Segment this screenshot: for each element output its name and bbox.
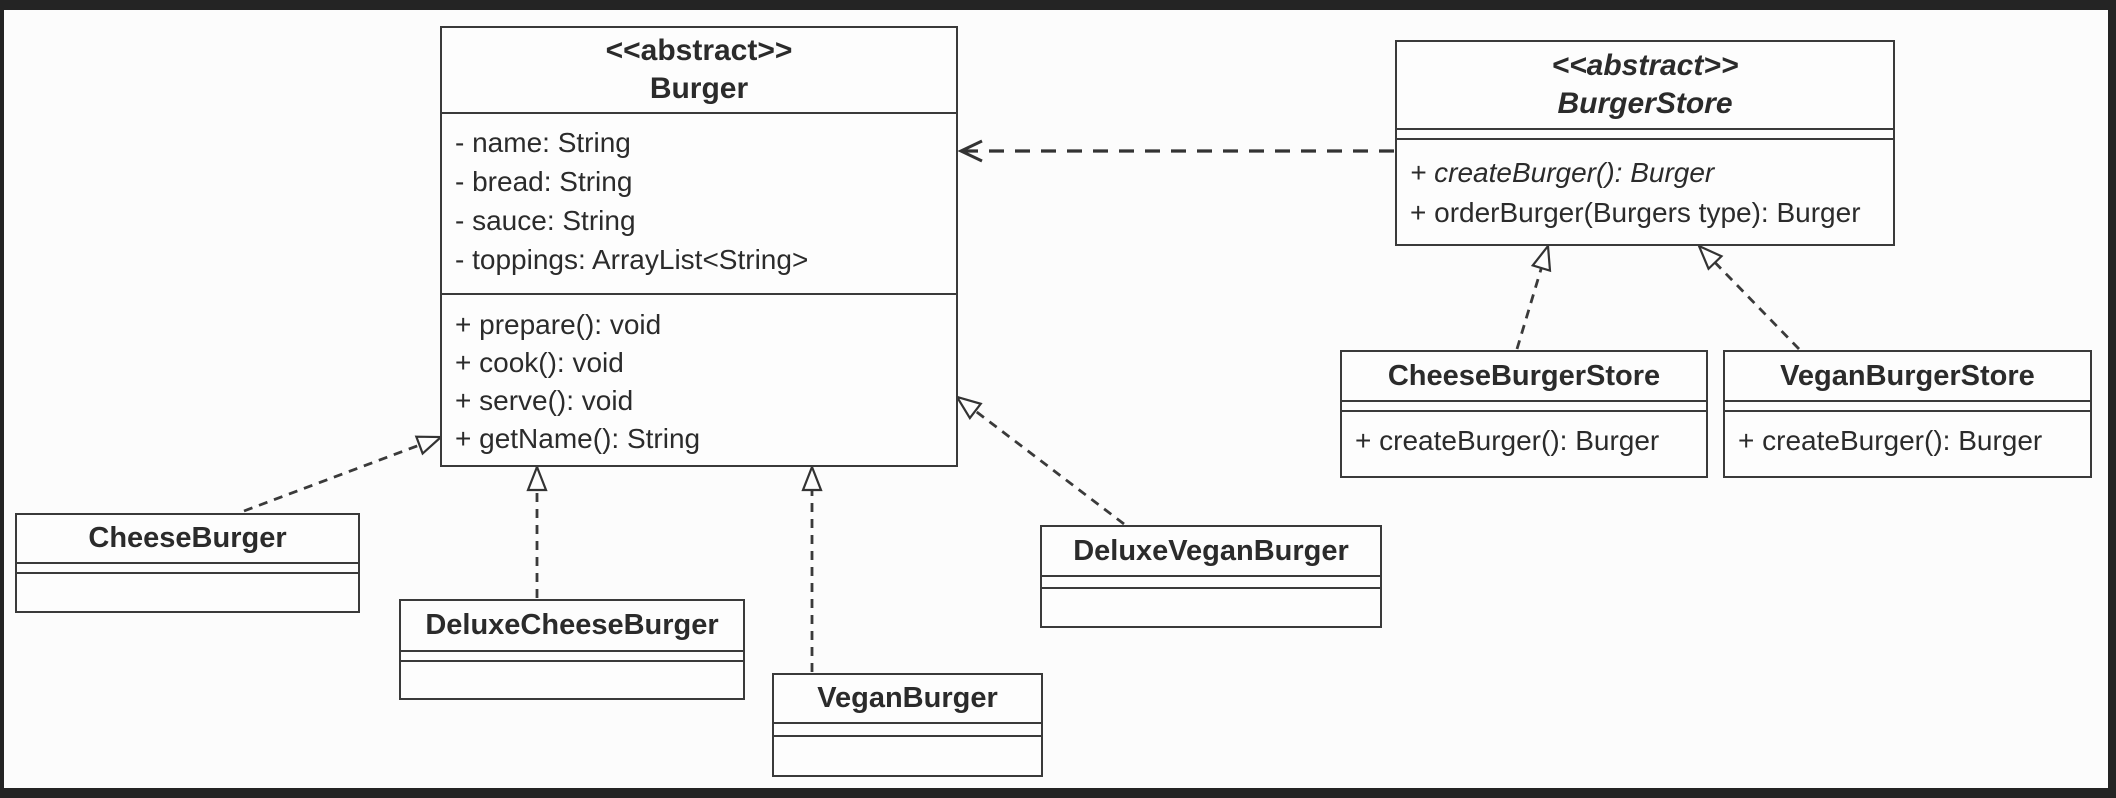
method: + createBurger(): Burger [1738, 425, 2043, 456]
method: + serve(): void [455, 385, 634, 416]
empty-attributes-compartment [774, 724, 1041, 737]
empty-attributes-compartment [17, 564, 358, 574]
class-burger-methods: + prepare(): void + cook(): void + serve… [442, 295, 956, 458]
class-cheeseburger: CheeseBurger [15, 513, 360, 613]
class-veganburgerstore-methods: + createBurger(): Burger [1725, 412, 2090, 457]
class-veganburgerstore: VeganBurgerStore + createBurger(): Burge… [1723, 350, 2092, 478]
class-deluxeveganburger-header: DeluxeVeganBurger [1042, 527, 1380, 577]
class-burgerstore: <<abstract>> BurgerStore + createBurger(… [1395, 40, 1895, 246]
class-veganburger: VeganBurger [772, 673, 1043, 777]
class-veganburgerstore-header: VeganBurgerStore [1725, 352, 2090, 402]
empty-attributes-compartment [1342, 402, 1706, 412]
empty-attributes-compartment [1042, 577, 1380, 589]
class-burger-attributes: - name: String - bread: String - sauce: … [442, 114, 956, 295]
class-veganburger-header: VeganBurger [774, 675, 1041, 724]
method: + getName(): String [455, 423, 701, 454]
attribute: - name: String [455, 127, 631, 158]
class-cheeseburgerstore-header: CheeseBurgerStore [1342, 352, 1706, 402]
class-burger-name: Burger [649, 72, 749, 105]
class-burgerstore-name: BurgerStore [1557, 87, 1733, 120]
method: + createBurger(): Burger [1410, 157, 1715, 188]
class-burgerstore-header: <<abstract>> BurgerStore [1397, 42, 1893, 130]
class-deluxecheeseburger-header: DeluxeCheeseBurger [401, 601, 743, 652]
empty-attributes-compartment [401, 652, 743, 662]
class-burgerstore-methods: + createBurger(): Burger + orderBurger(B… [1397, 140, 1893, 233]
class-cheeseburgerstore-name: CheeseBurgerStore [1387, 359, 1661, 392]
class-deluxecheeseburger: DeluxeCheeseBurger [399, 599, 745, 700]
class-burger: <<abstract>> Burger - name: String - bre… [440, 26, 958, 467]
class-cheeseburgerstore: CheeseBurgerStore + createBurger(): Burg… [1340, 350, 1708, 478]
attribute: - sauce: String [455, 205, 636, 236]
class-cheeseburger-header: CheeseBurger [17, 515, 358, 564]
method: + orderBurger(Burgers type): Burger [1410, 197, 1861, 228]
method: + cook(): void [455, 347, 624, 378]
empty-attributes-compartment [1397, 130, 1893, 140]
class-cheeseburger-name: CheeseBurger [88, 522, 287, 554]
class-cheeseburgerstore-methods: + createBurger(): Burger [1342, 412, 1706, 457]
class-veganburger-name: VeganBurger [817, 682, 998, 714]
empty-attributes-compartment [1725, 402, 2090, 412]
class-burgerstore-stereotype: <<abstract>> [1551, 49, 1739, 82]
class-burger-stereotype: <<abstract>> [605, 34, 793, 67]
method: + createBurger(): Burger [1355, 425, 1660, 456]
class-deluxecheeseburger-name: DeluxeCheeseBurger [425, 609, 719, 641]
method: + prepare(): void [455, 309, 662, 340]
class-burger-header: <<abstract>> Burger [442, 28, 956, 114]
attribute: - bread: String [455, 166, 633, 197]
class-deluxeveganburger-name: DeluxeVeganBurger [1073, 534, 1349, 567]
attribute: - toppings: ArrayList<String> [455, 244, 809, 275]
class-veganburgerstore-name: VeganBurgerStore [1780, 359, 2035, 392]
class-deluxeveganburger: DeluxeVeganBurger [1040, 525, 1382, 628]
